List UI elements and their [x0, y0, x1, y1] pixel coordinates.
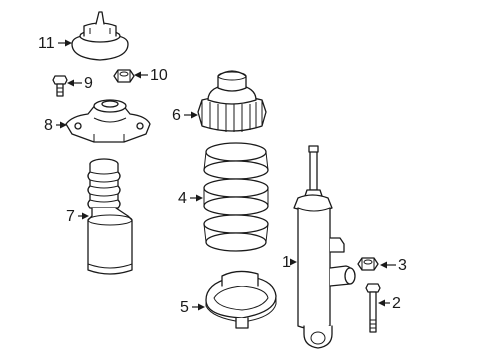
callout-8: 8	[44, 117, 67, 134]
part-1-shock-absorber	[293, 145, 356, 349]
part-4-coil-spring	[203, 142, 269, 252]
part-8-strut-mount	[65, 99, 151, 143]
callout-11: 11	[38, 35, 72, 52]
callout-6: 6	[172, 107, 198, 124]
part-2-bolt	[365, 283, 381, 333]
callout-9: 9	[67, 75, 93, 92]
part-6-upper-spring-seat	[197, 70, 267, 132]
callout-9-label: 9	[84, 75, 93, 92]
callout-8-label: 8	[44, 117, 53, 134]
callout-1: 1	[282, 254, 297, 271]
part-5-lower-spring-seat	[205, 270, 277, 329]
part-3-nut	[357, 257, 379, 271]
callout-3-label: 3	[398, 257, 407, 274]
callout-2: 2	[378, 295, 401, 312]
callout-5: 5	[180, 299, 205, 316]
part-7-bump-stop-boot	[87, 158, 133, 275]
part-11-dust-cap	[71, 11, 129, 61]
callout-3: 3	[380, 257, 407, 274]
callout-11-label: 11	[38, 35, 55, 52]
callout-7: 7	[66, 208, 89, 225]
part-10-nut	[113, 69, 135, 83]
callout-2-label: 2	[392, 295, 401, 312]
callout-7-label: 7	[66, 208, 75, 225]
callout-10-label: 10	[150, 67, 168, 84]
callout-4-label: 4	[178, 190, 187, 207]
callout-5-label: 5	[180, 299, 189, 316]
callout-6-label: 6	[172, 107, 181, 124]
callout-4: 4	[178, 190, 203, 207]
part-9-bolt	[52, 75, 68, 97]
callout-1-label: 1	[282, 254, 291, 271]
callout-10: 10	[134, 67, 168, 84]
